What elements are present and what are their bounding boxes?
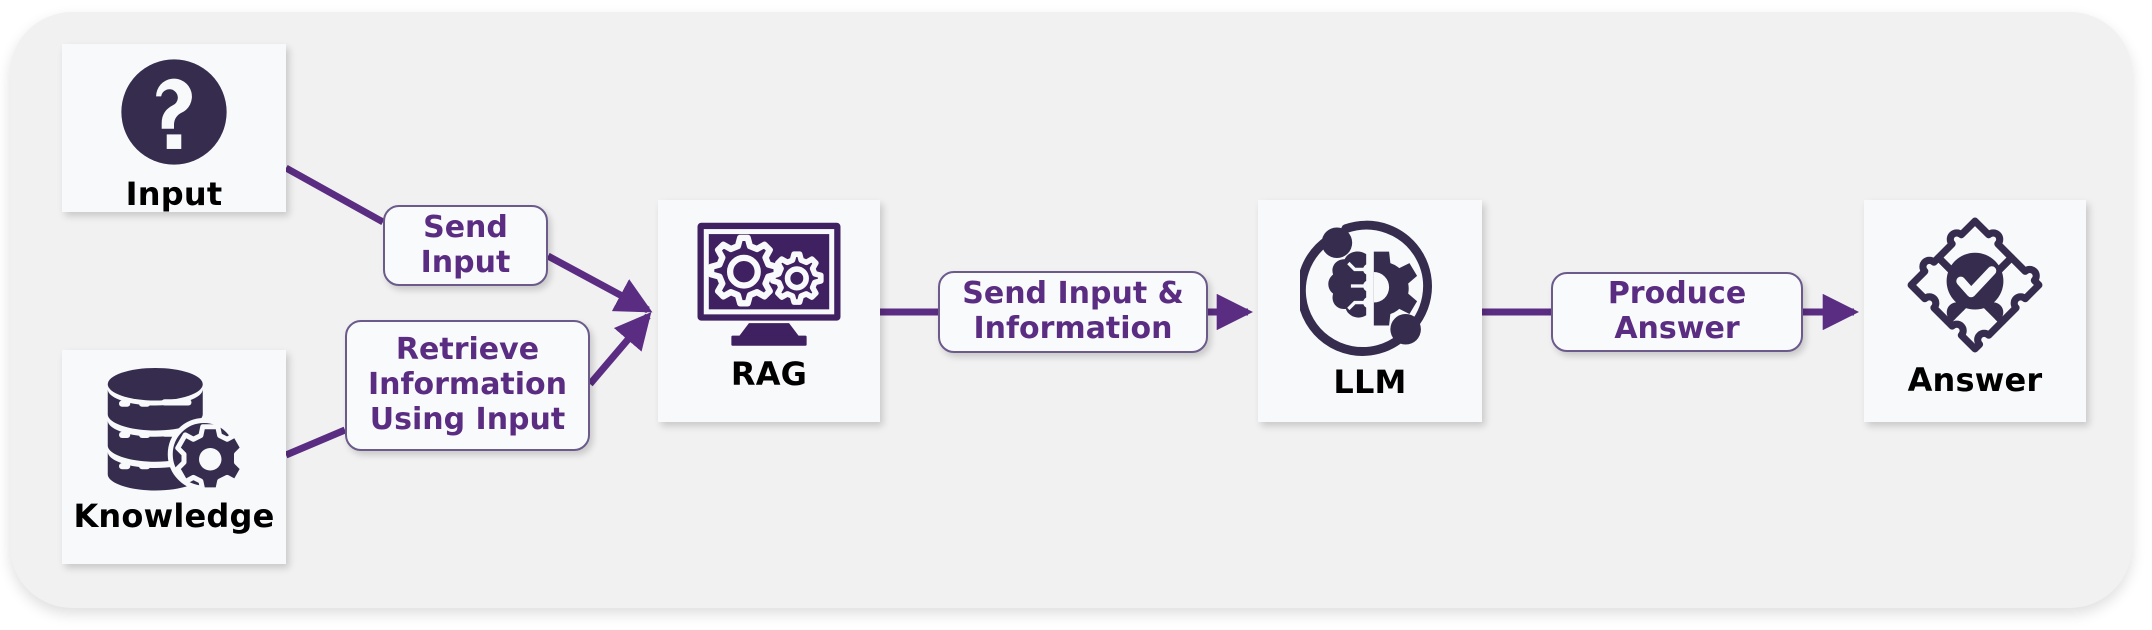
node-llm[interactable]: LLM xyxy=(1258,200,1482,422)
node-rag[interactable]: RAG xyxy=(658,200,880,422)
edge-label-retrieve[interactable]: Retrieve Information Using Input xyxy=(345,320,590,451)
puzzle-check-icon xyxy=(1904,214,2046,356)
brain-gear-circuit-icon xyxy=(1300,216,1440,356)
monitor-gears-icon xyxy=(695,220,843,346)
node-input-label: Input xyxy=(125,175,223,213)
edge-label-to-rag-top xyxy=(546,252,653,314)
node-knowledge-label: Knowledge xyxy=(73,497,275,535)
database-gear-icon xyxy=(99,364,249,492)
node-answer[interactable]: Answer xyxy=(1864,200,2086,422)
node-knowledge[interactable]: Knowledge xyxy=(62,350,286,564)
node-llm-label: LLM xyxy=(1333,363,1407,401)
edge-label-to-rag-bottom xyxy=(587,312,652,387)
question-mark-circle-icon xyxy=(118,56,230,168)
node-answer-label: Answer xyxy=(1907,361,2043,399)
node-rag-label: RAG xyxy=(730,355,808,393)
edge-input-to-label xyxy=(284,164,385,226)
edge-label-send-info[interactable]: Send Input & Information xyxy=(938,271,1208,353)
edge-knowledge-to-label xyxy=(284,426,347,459)
edge-label-send-input[interactable]: Send Input xyxy=(383,205,548,286)
node-input[interactable]: Input xyxy=(62,44,286,212)
edge-label-produce[interactable]: Produce Answer xyxy=(1551,272,1803,352)
